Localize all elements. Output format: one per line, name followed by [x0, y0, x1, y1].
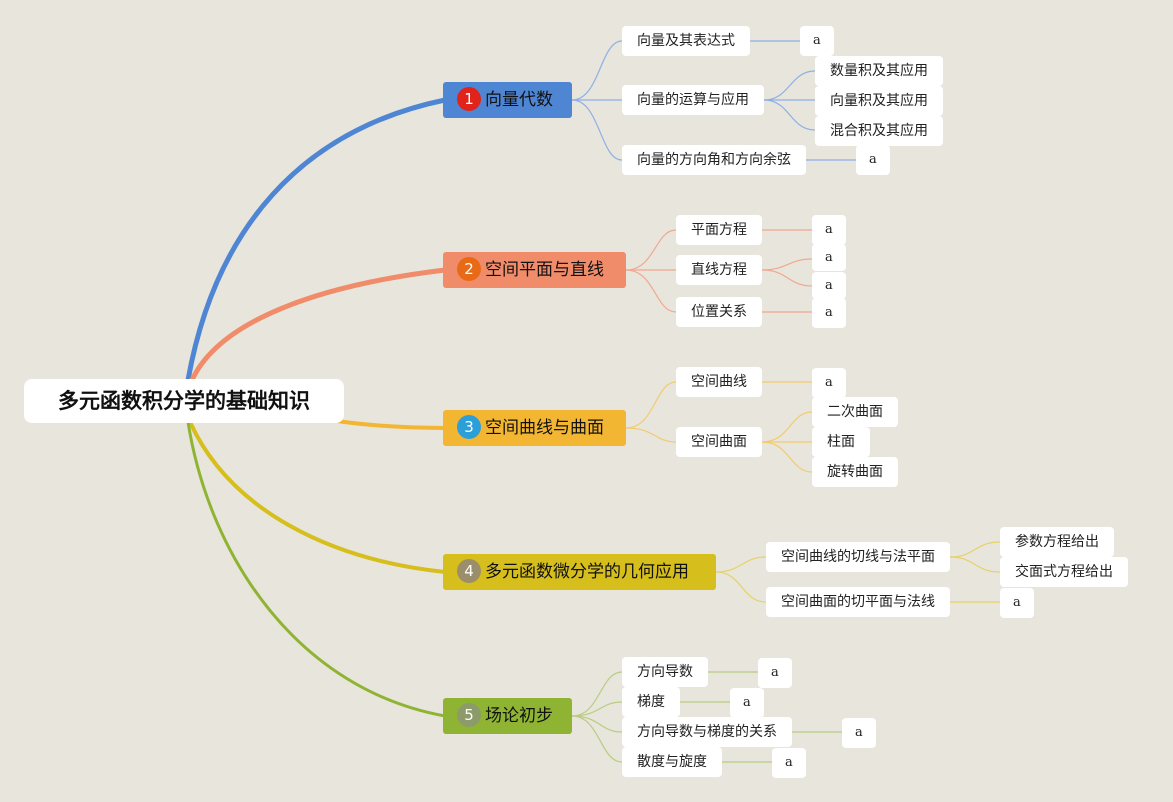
leaf-node[interactable]: a [842, 718, 876, 748]
leaf-intersection-equation[interactable]: 交面式方程给出 [1000, 557, 1128, 587]
topic-tangent-normal-plane[interactable]: 空间曲线的切线与法平面 [766, 542, 950, 572]
leaf-mixed-product[interactable]: 混合积及其应用 [815, 116, 943, 146]
number-badge: 4 [457, 558, 481, 583]
leaf-node[interactable]: a [730, 688, 764, 718]
leaf-node[interactable]: a [812, 368, 846, 398]
topic-derivative-gradient-relation[interactable]: 方向导数与梯度的关系 [622, 717, 792, 747]
number-badge: 2 [457, 256, 481, 281]
leaf-node[interactable]: a [812, 244, 846, 271]
topic-vector-operations[interactable]: 向量的运算与应用 [622, 85, 764, 115]
topic-direction-angles[interactable]: 向量的方向角和方向余弦 [622, 145, 806, 175]
leaf-node[interactable]: a [758, 658, 792, 688]
leaf-cross-product[interactable]: 向量积及其应用 [815, 86, 943, 116]
branch-label: 场论初步 [485, 706, 553, 726]
root-topic[interactable]: 多元函数积分学的基础知识 [24, 379, 344, 423]
leaf-parametric-equation[interactable]: 参数方程给出 [1000, 527, 1114, 557]
topic-position-relation[interactable]: 位置关系 [676, 297, 762, 327]
leaf-cylinder[interactable]: 柱面 [812, 427, 870, 457]
leaf-node[interactable]: a [800, 26, 834, 56]
topic-line-equation[interactable]: 直线方程 [676, 255, 762, 285]
branch-label: 多元函数微分学的几何应用 [485, 562, 689, 582]
number-badge: 1 [457, 86, 481, 111]
leaf-node[interactable]: a [1000, 588, 1034, 618]
root-link-1 [185, 97, 448, 383]
leaf-quadric-surface[interactable]: 二次曲面 [812, 397, 898, 427]
leaf-node[interactable]: a [812, 298, 846, 328]
topic-space-curve[interactable]: 空间曲线 [676, 367, 762, 397]
topic-vector-expression[interactable]: 向量及其表达式 [622, 26, 750, 56]
leaf-revolution-surface[interactable]: 旋转曲面 [812, 457, 898, 487]
root-link-3 [328, 418, 447, 430]
number-badge: 5 [457, 702, 481, 727]
topic-tangent-plane-normal-line[interactable]: 空间曲面的切平面与法线 [766, 587, 950, 617]
leaf-node[interactable]: a [812, 215, 846, 245]
number-badge: 3 [457, 414, 481, 439]
branch-label: 空间平面与直线 [485, 260, 604, 280]
leaf-node[interactable]: a [772, 748, 806, 778]
leaf-node[interactable]: a [812, 272, 846, 299]
topic-divergence-curl[interactable]: 散度与旋度 [622, 747, 722, 777]
topic-space-surface[interactable]: 空间曲面 [676, 427, 762, 457]
topic-gradient[interactable]: 梯度 [622, 687, 680, 717]
root-link-2 [189, 267, 448, 383]
branch-label: 向量代数 [485, 90, 553, 110]
branch-label: 空间曲线与曲面 [485, 418, 604, 438]
leaf-node[interactable]: a [856, 145, 890, 175]
topic-plane-equation[interactable]: 平面方程 [676, 215, 762, 245]
leaf-dot-product[interactable]: 数量积及其应用 [815, 56, 943, 86]
root-link-5 [186, 420, 447, 718]
root-link-4 [188, 420, 447, 574]
topic-directional-derivative[interactable]: 方向导数 [622, 657, 708, 687]
